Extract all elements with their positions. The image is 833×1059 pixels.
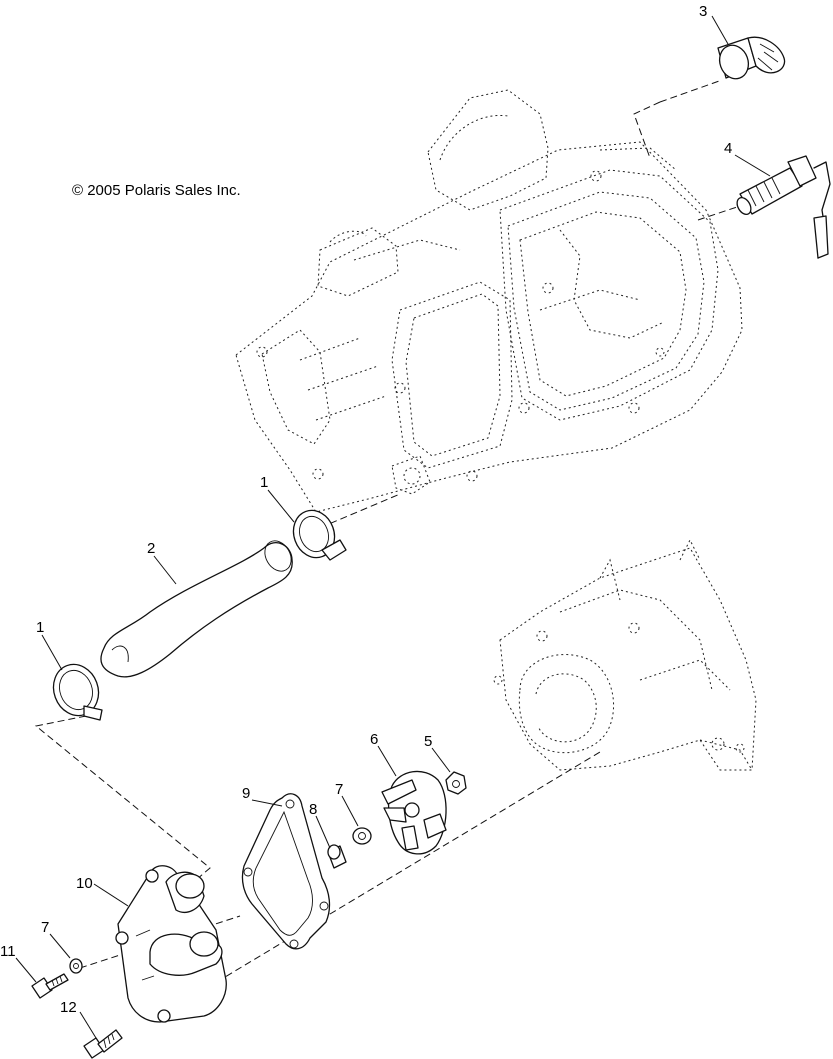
callout-9: 9: [242, 785, 250, 802]
part-5-nut: [445, 771, 467, 795]
callout-7-lower: 7: [41, 919, 49, 936]
callout-5: 5: [424, 733, 432, 750]
part-1-hose-clamp-lower: [52, 663, 103, 721]
cylinder-head-outline: [235, 89, 743, 513]
callout-6: 6: [370, 731, 378, 748]
part-7-washer-upper: [352, 827, 372, 845]
part-3-thermostat: [717, 36, 786, 80]
part-1-hose-clamp-upper: [292, 509, 347, 561]
part-12-bolt: [83, 1029, 123, 1059]
callout-2: 2: [147, 540, 155, 557]
callout-4: 4: [724, 140, 732, 157]
part-10-pump-cover: [115, 865, 227, 1023]
callouts: 3 4 1 2 1 5 6 7 8 9 10 7 11 12: [0, 3, 732, 1016]
part-7-washer-lower: [69, 958, 83, 974]
callout-7-upper: 7: [335, 781, 343, 798]
part-4-temperature-sensor: [736, 155, 831, 259]
part-6-impeller: [381, 770, 447, 855]
callout-12: 12: [60, 999, 77, 1016]
callout-3: 3: [699, 3, 707, 20]
part-2-coolant-hose: [100, 540, 293, 678]
part-9-gasket: [241, 793, 331, 950]
assembly-lines: [34, 79, 741, 1017]
callout-10: 10: [76, 875, 93, 892]
part-8-seal: [327, 844, 347, 869]
part-11-bolt: [31, 973, 69, 999]
leader-lines: [15, 15, 771, 1039]
callout-8: 8: [309, 801, 317, 818]
copyright-text: © 2005 Polaris Sales Inc.: [72, 182, 241, 199]
callout-1-lower: 1: [36, 619, 44, 636]
callout-11: 11: [0, 943, 16, 960]
callout-1-upper: 1: [260, 474, 268, 491]
crankcase-outline: [493, 538, 757, 771]
